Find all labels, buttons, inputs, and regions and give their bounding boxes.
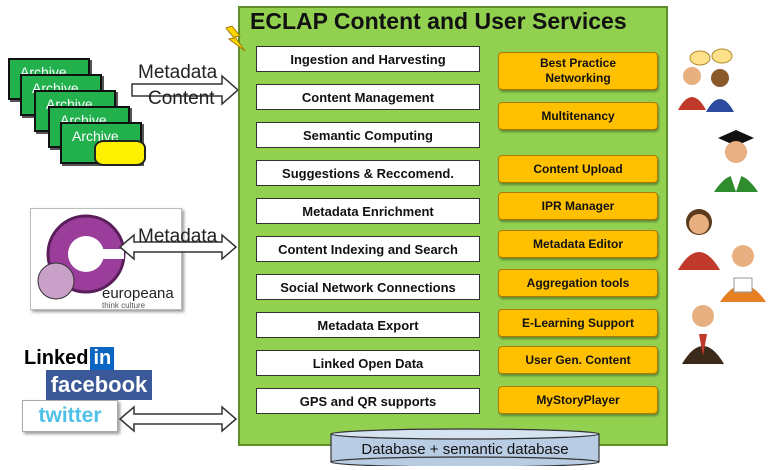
user-service-best-practice: Best Practice Networking (498, 52, 658, 90)
database-label: Database + semantic database (361, 441, 569, 458)
headset-user-icon (678, 209, 720, 270)
facebook-logo: facebook (46, 370, 152, 400)
europeana-e-icon (37, 214, 126, 300)
user-service-aggregation: Aggregation tools (498, 269, 658, 297)
service-linked-open-data: Linked Open Data (256, 350, 480, 376)
twitter-logo: twitter (22, 400, 118, 432)
metadata-label-europeana: Metadata (138, 226, 218, 247)
panel-title: ECLAP Content and User Services (250, 8, 627, 34)
europeana-name: europeana (102, 285, 174, 302)
businessman-icon (682, 305, 724, 364)
metadata-label-top: Metadata (138, 62, 218, 83)
service-social-network: Social Network Connections (256, 274, 480, 300)
europeana-double-arrow (118, 233, 238, 261)
user-service-ipr-manager: IPR Manager (498, 192, 658, 220)
database-icon (330, 428, 600, 466)
service-semantic-computing: Semantic Computing (256, 122, 480, 148)
linkedin-in-badge: in (90, 347, 115, 370)
europeana-tagline: think culture (102, 301, 146, 310)
user-service-multitenancy: Multitenancy (498, 102, 658, 130)
content-label: Content (148, 88, 215, 109)
linkedin-text: Linked (24, 347, 89, 369)
graduate-icon (714, 130, 758, 192)
user-service-metadata-editor: Metadata Editor (498, 230, 658, 258)
service-content-indexing: Content Indexing and Search (256, 236, 480, 262)
social-double-arrow (118, 405, 238, 433)
service-metadata-enrichment: Metadata Enrichment (256, 198, 480, 224)
people-chat-icon (678, 48, 734, 112)
lightning-icon (225, 26, 246, 52)
user-service-content-upload: Content Upload (498, 155, 658, 183)
writer-icon (720, 245, 766, 302)
archive-arrow (131, 74, 240, 106)
service-ingestion: Ingestion and Harvesting (256, 46, 480, 72)
service-suggestions: Suggestions & Reccomend. (256, 160, 480, 186)
service-metadata-export: Metadata Export (256, 312, 480, 338)
user-service-mystoryplayer: MyStoryPlayer (498, 386, 658, 414)
user-service-user-gen-content: User Gen. Content (498, 346, 658, 374)
user-service-elearning: E-Learning Support (498, 309, 658, 337)
service-gps-qr: GPS and QR supports (256, 388, 480, 414)
europeana-logo (30, 208, 182, 310)
service-content-management: Content Management (256, 84, 480, 110)
archive-database-icon (94, 140, 146, 166)
